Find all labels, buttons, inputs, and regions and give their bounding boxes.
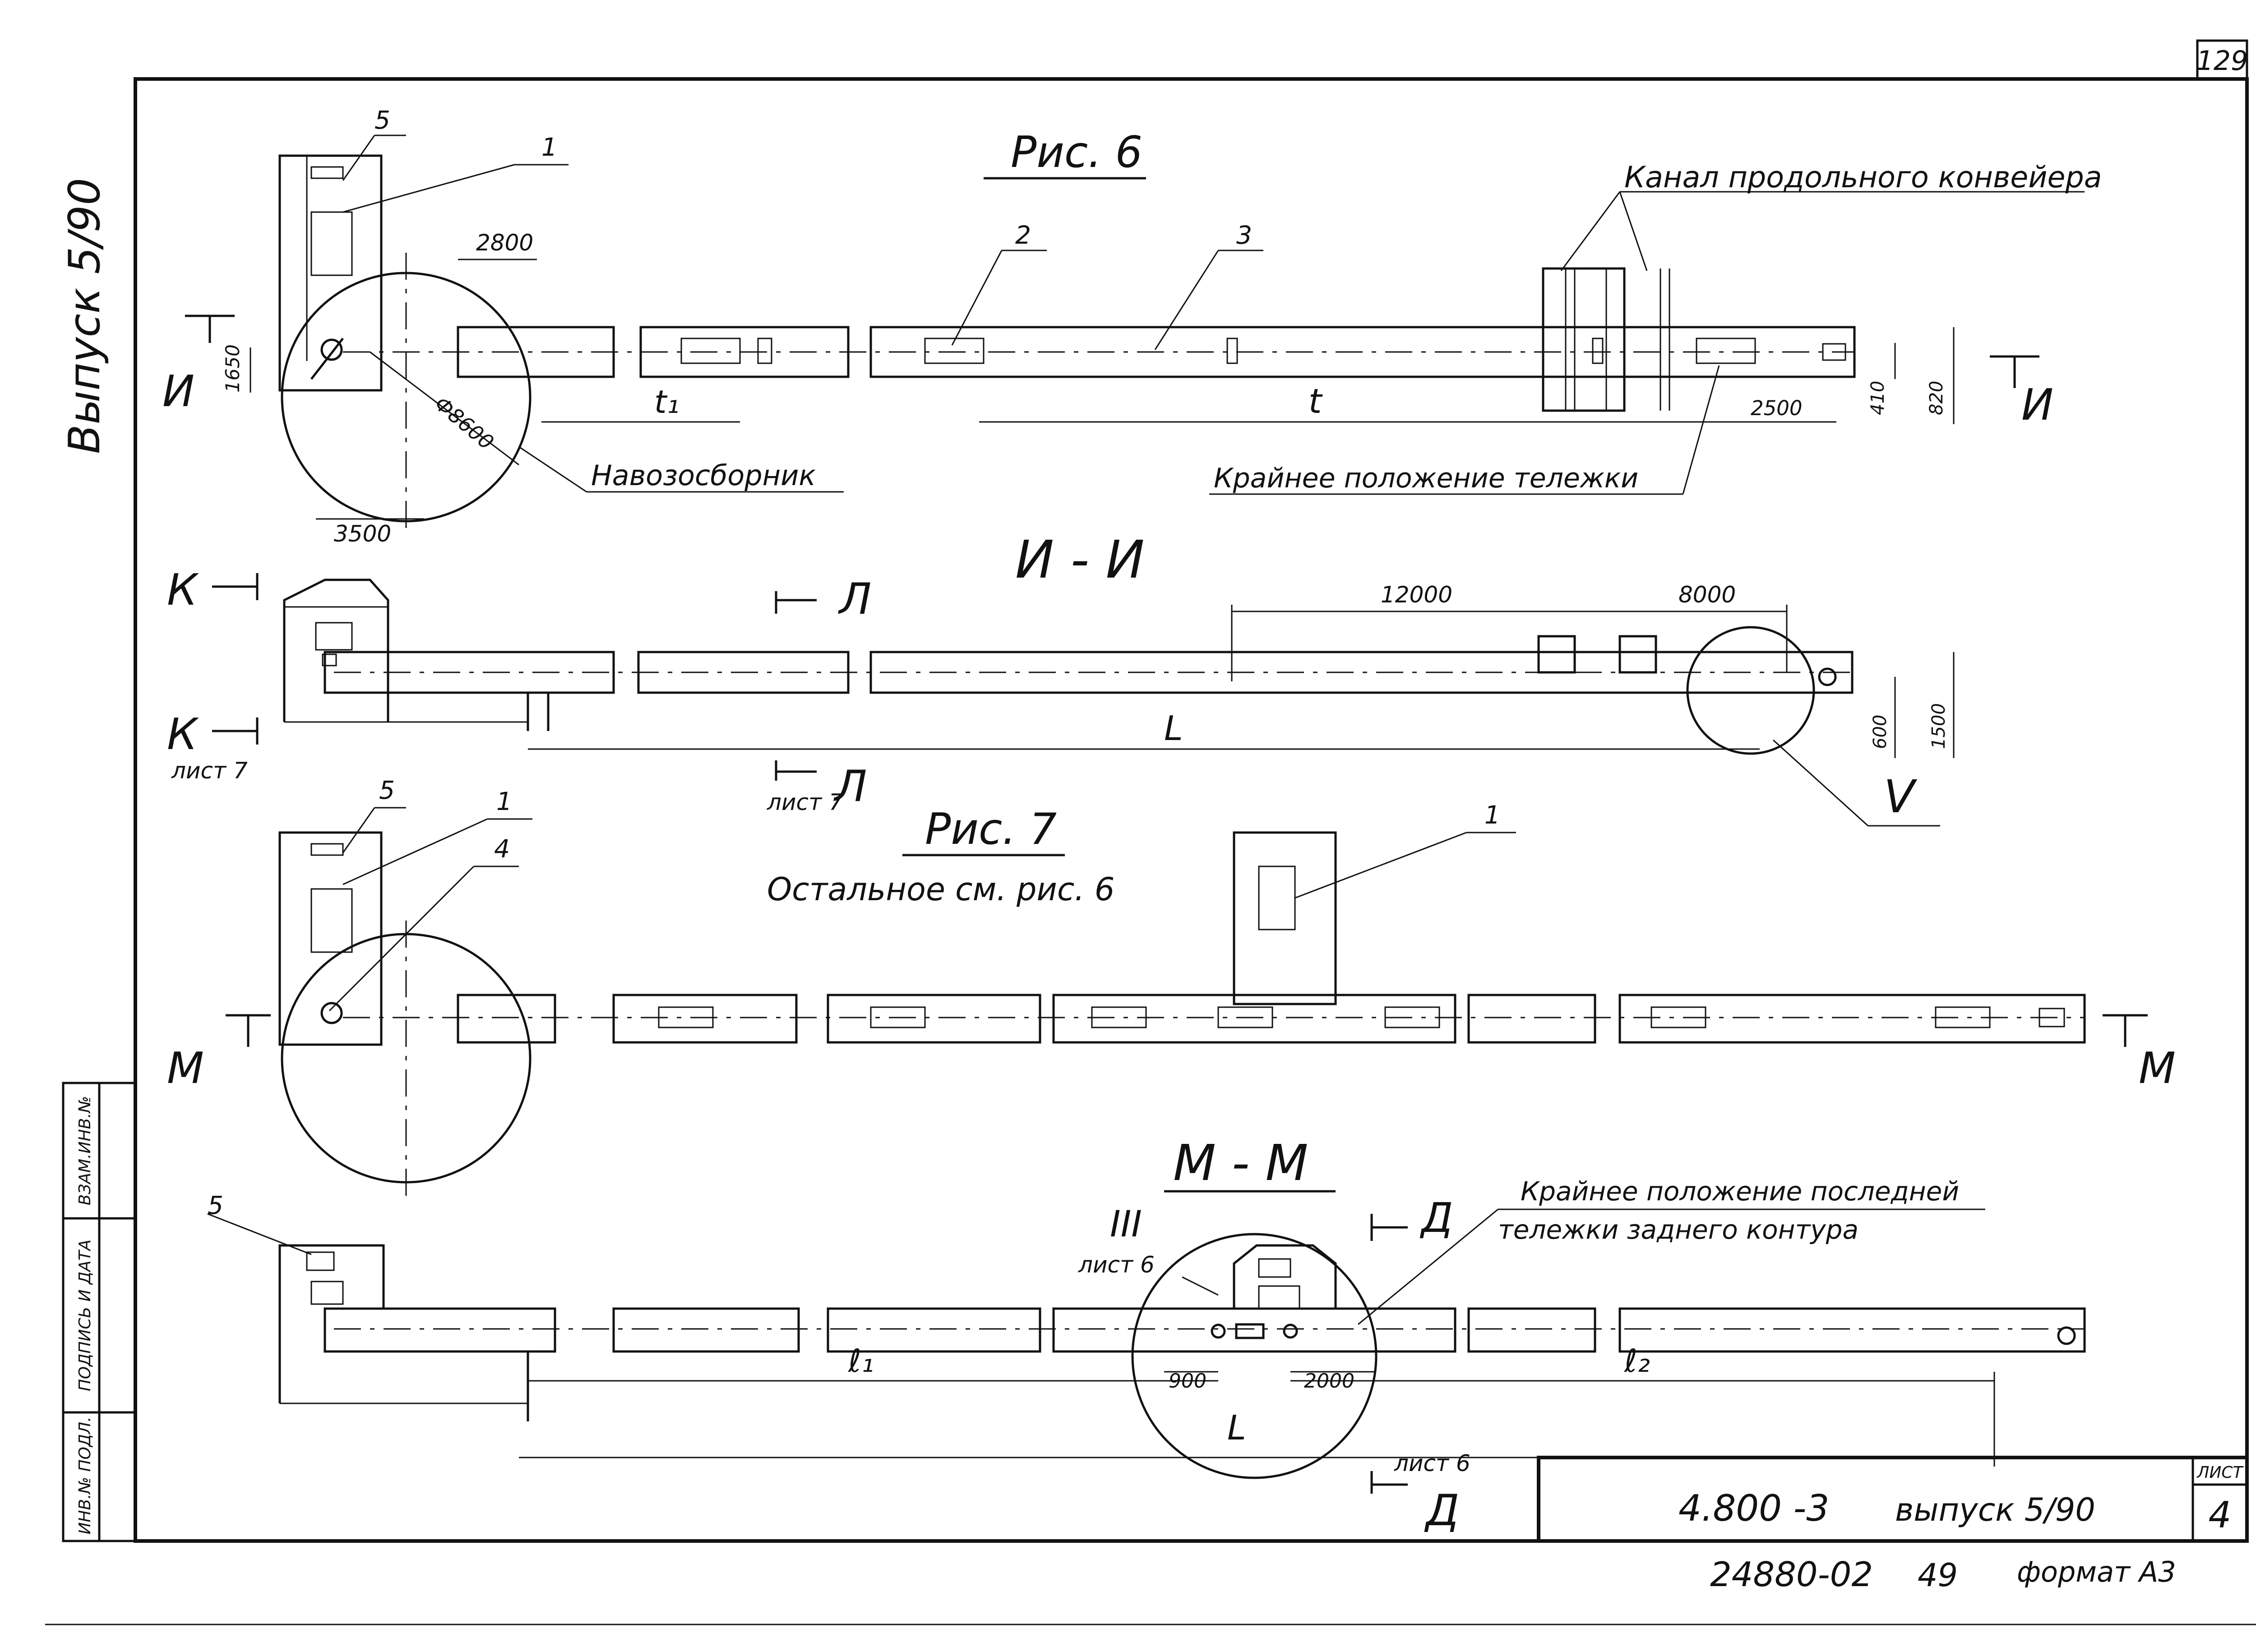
section-mm-pos-5: 5 — [208, 1191, 223, 1220]
section-mm-detail-sheet: лист 6 — [1078, 1252, 1155, 1278]
section-ii-k-bottom: К — [167, 710, 199, 759]
section-ii-dim-L: L — [1164, 708, 1183, 748]
section-mm-callout-line2: тележки заднего контура — [1498, 1214, 1858, 1245]
title-block: 4.800 -3 выпуск 5/90 ЛИСТ 4 24880-02 49 … — [1537, 1456, 2249, 1594]
fig7-title: Рис. 7 — [925, 805, 1057, 854]
section-mm-dim-l1: ℓ₁ — [848, 1342, 874, 1379]
fig6-dim-410: 410 — [1868, 381, 1888, 415]
section-mm-dim-900: 900 — [1169, 1370, 1207, 1393]
fig6-pos-1: 1 — [541, 133, 557, 162]
fig7-pos-5: 5 — [379, 776, 395, 805]
section-ii-l-bottom: Л — [833, 762, 867, 811]
doc-code: 4.800 -3 — [1678, 1487, 1829, 1529]
fig6-dim-820: 820 — [1926, 381, 1947, 415]
fig6-dim-diam: Ф8600 — [430, 392, 498, 454]
list-number: 4 — [2209, 1494, 2232, 1536]
fig6-callout-channel: Канал продольного конвейера — [1624, 161, 2102, 194]
section-ii-dim-600: 600 — [1870, 715, 1891, 749]
page-number: 129 — [2196, 45, 2248, 77]
fig6-sec-left: И — [162, 367, 194, 416]
fig6-dim-3500: 3500 — [334, 521, 391, 547]
fig6-dim-t1: t₁ — [654, 384, 680, 421]
section-mm: М - М Крайнее положение последней тележк… — [207, 1134, 2086, 1536]
section-ii: И - И К К лист 7 Л Л лист 7 — [167, 530, 1955, 827]
stamp-inv-podl: ИНВ.№ ПОДЛ. — [76, 1416, 94, 1534]
fig6-dim-2800: 2800 — [476, 230, 533, 256]
section-mm-d-top: Д — [1419, 1194, 1453, 1242]
section-ii-dim-8000: 8000 — [1678, 582, 1736, 608]
fig7-pos-1a: 1 — [496, 787, 512, 816]
fig6-callout-manure: Навозосборник — [591, 459, 816, 492]
section-ii-l-top: Л — [838, 574, 871, 624]
detail-v-circle — [1686, 626, 1815, 755]
section-mm-d-sheet: лист 6 — [1394, 1450, 1470, 1476]
section-ii-k-top: К — [167, 565, 199, 615]
stamp-podpis: ПОДПИСЬ И ДАТА — [76, 1240, 94, 1392]
fig6-sec-right: И — [2021, 380, 2053, 430]
sheet-frame: 129 — [45, 39, 2256, 1625]
section-mm-callout-line1: Крайнее положение последней — [1521, 1176, 1959, 1207]
fig7-plan: Рис. 7 Остальное см. рис. 6 М — [167, 776, 2176, 1196]
doc-vypusk: выпуск 5/90 — [1895, 1491, 2095, 1528]
detail-iii-circle — [1131, 1233, 1378, 1479]
fig6-callout-extreme: Крайнее положение тележки — [1214, 463, 1638, 494]
fig6-dim-t: t — [1308, 381, 1323, 421]
fig6-title: Рис. 6 — [1011, 128, 1142, 177]
side-vypusk-label: Выпуск 5/90 — [60, 178, 110, 454]
fig6-pos-5: 5 — [374, 106, 390, 134]
left-stamp: ВЗАМ.ИНВ.№ ПОДПИСЬ И ДАТА ИНВ.№ ПОДЛ. — [62, 1082, 137, 1542]
section-ii-title: И - И — [1015, 530, 1145, 590]
section-ii-dim-1500: 1500 — [1928, 703, 1949, 749]
fig6-plan: Рис. 6 И И — [162, 106, 2102, 547]
fig6-pos-2: 2 — [1015, 221, 1031, 250]
section-mm-dim-L: L — [1227, 1408, 1246, 1448]
stamp-vzam: ВЗАМ.ИНВ.№ — [76, 1096, 94, 1206]
archive-number: 24880-02 — [1710, 1555, 1873, 1594]
section-mm-dim-2000: 2000 — [1304, 1370, 1355, 1393]
section-ii-k-sheet: лист 7 — [171, 758, 248, 784]
section-mm-dim-l2: ℓ₂ — [1624, 1342, 1650, 1379]
format-label: формат А3 — [2017, 1555, 2176, 1588]
fig7-pos-4: 4 — [494, 834, 510, 863]
fig7-subtitle: Остальное см. рис. 6 — [767, 871, 1114, 908]
section-ii-dim-12000: 12000 — [1381, 582, 1452, 608]
section-mm-d-bottom: Д — [1424, 1486, 1459, 1536]
fig6-dim-2500: 2500 — [1751, 396, 1803, 420]
section-mm-detail-iii: III — [1110, 1203, 1142, 1245]
list-label: ЛИСТ — [2196, 1463, 2244, 1482]
fig7-sec-right: М — [2139, 1044, 2176, 1093]
archive-sub: 49 — [1918, 1557, 1958, 1594]
fig6-dim-1650: 1650 — [222, 344, 244, 393]
section-mm-title: М - М — [1173, 1134, 1308, 1192]
fig7-sec-left: М — [167, 1044, 204, 1093]
fig6-pos-3: 3 — [1236, 221, 1252, 250]
section-ii-detail-v: V — [1884, 770, 1918, 823]
section-ii-l-sheet: лист 7 — [767, 789, 843, 815]
fig7-pos-1b: 1 — [1484, 801, 1500, 829]
